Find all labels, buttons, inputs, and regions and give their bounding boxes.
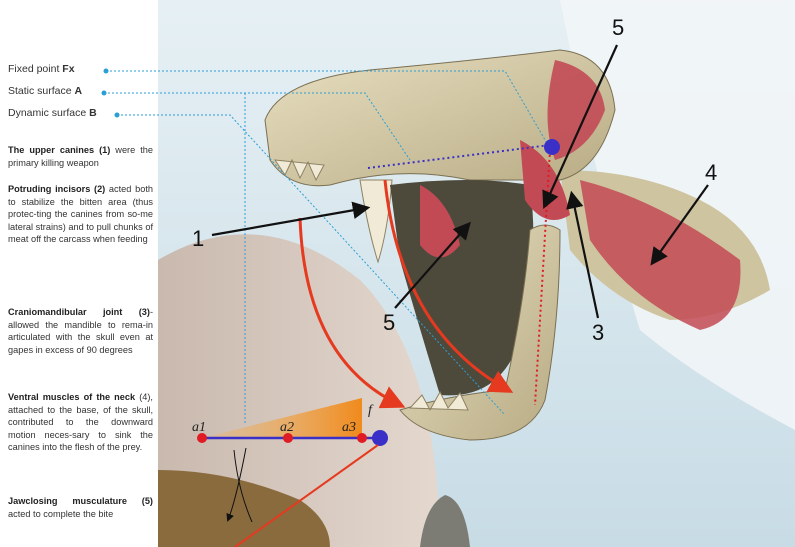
label-a3: a3: [342, 420, 356, 435]
leader-dot-fx: [104, 69, 109, 74]
paragraph-incisors: Potruding incisors (2) acted both to sta…: [8, 183, 153, 246]
legend-dynamic-surface-symbol: B: [89, 107, 97, 119]
callout-label-1: 1: [192, 226, 204, 251]
paragraph-craniomandibular-joint: Craniomandibular joint (3)- allowed the …: [8, 306, 153, 356]
legend-dynamic-surface-label: Dynamic surface: [8, 107, 89, 119]
paragraph-jawclosing-body: acted to complete the bite: [8, 509, 113, 519]
legend-fixed-point: Fixed point Fx: [8, 64, 75, 75]
legend-fixed-point-label: Fixed point: [8, 63, 62, 75]
leader-dot-a: [102, 91, 107, 96]
legend-static-surface-symbol: A: [75, 85, 83, 97]
lever-pivot: [372, 430, 388, 446]
paragraph-upper-canines: The upper canines (1) were the primary k…: [8, 144, 153, 169]
legend-fixed-point-symbol: Fx: [62, 63, 74, 75]
paragraph-upper-canines-title: The upper canines (1): [8, 145, 110, 155]
fixed-point-marker: [544, 139, 560, 155]
paragraph-neck-title: Ventral muscles of the neck: [8, 392, 135, 402]
paragraph-joint-title: Craniomandibular joint (3): [8, 307, 150, 317]
legend-static-surface-label: Static surface: [8, 85, 75, 97]
callout-label-3: 3: [592, 320, 604, 345]
leader-dot-b: [115, 113, 120, 118]
lever-point-a3: [357, 433, 367, 443]
legend-dynamic-surface: Dynamic surface B: [8, 108, 97, 119]
paragraph-neck-muscles: Ventral muscles of the neck (4), attache…: [8, 391, 153, 454]
callout-label-5-mid: 5: [383, 310, 395, 335]
label-a1: a1: [192, 420, 206, 435]
paragraph-jawclosing: Jawclosing musculature (5) acted to comp…: [8, 495, 153, 520]
callout-label-4: 4: [705, 160, 717, 185]
label-a2: a2: [280, 420, 294, 435]
paragraph-incisors-title: Potruding incisors (2): [8, 184, 105, 194]
legend-static-surface: Static surface A: [8, 86, 82, 97]
paragraph-jawclosing-title: Jawclosing musculature (5): [8, 496, 153, 506]
callout-label-5-top: 5: [612, 15, 624, 40]
